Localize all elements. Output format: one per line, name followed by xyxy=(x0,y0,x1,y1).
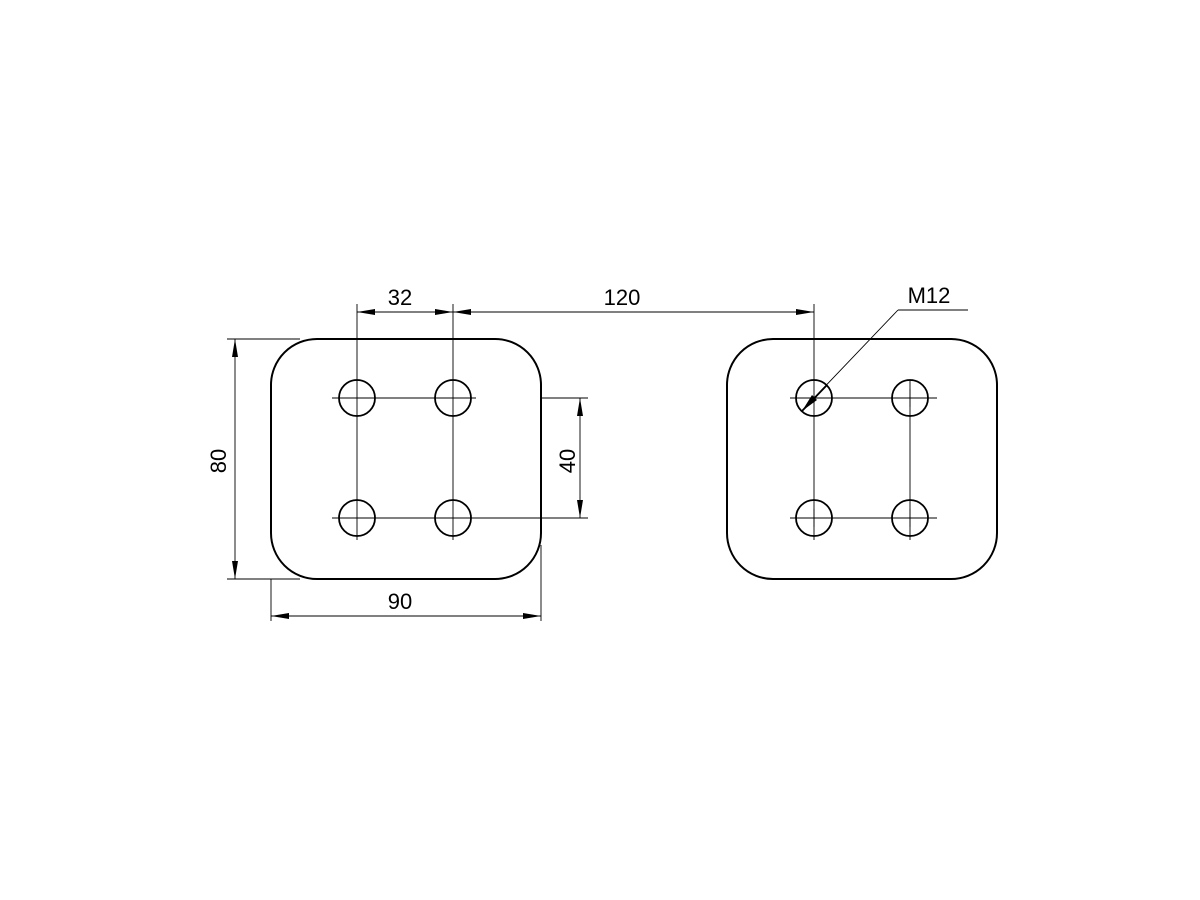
dimension-80-label: 80 xyxy=(206,449,231,473)
right-plate xyxy=(726,338,998,580)
dimension-40-arrow-top xyxy=(577,398,583,416)
dimension-90: 90 xyxy=(270,545,542,621)
dimension-120: 120 xyxy=(453,285,815,380)
left-plate-outline xyxy=(270,338,542,580)
dimension-80-arrow-bottom xyxy=(232,561,238,579)
dimension-32-label: 32 xyxy=(388,285,412,310)
left-plate-centerlines xyxy=(332,380,588,540)
dimension-40-arrow-bottom xyxy=(577,500,583,518)
dimension-80: 80 xyxy=(206,338,300,580)
left-plate-hole-bottom-right xyxy=(434,499,472,537)
right-plate-hole-bottom-left xyxy=(795,499,833,537)
dimension-40: 40 xyxy=(541,397,588,518)
left-plate-holes xyxy=(338,379,472,537)
dimension-32-arrow-left xyxy=(357,309,375,315)
dimension-120-arrow-left xyxy=(453,309,471,315)
thread-callout-label: M12 xyxy=(908,283,951,308)
right-plate-hole-top-right xyxy=(891,379,929,417)
right-plate-hole-center-marks xyxy=(805,389,919,527)
dimension-90-arrow-left xyxy=(271,613,289,619)
thread-callout: M12 xyxy=(801,283,968,412)
dimension-40-label: 40 xyxy=(555,449,580,473)
right-plate-hole-bottom-right xyxy=(891,499,929,537)
thread-callout-arrow xyxy=(802,395,817,411)
left-plate xyxy=(270,338,588,580)
dimension-90-arrow-right xyxy=(523,613,541,619)
left-plate-hole-bottom-left xyxy=(338,499,376,537)
dimension-120-arrow-right xyxy=(796,309,814,315)
right-plate-holes xyxy=(795,379,929,537)
dimension-80-arrow-top xyxy=(232,339,238,357)
right-plate-centerlines xyxy=(790,380,937,540)
right-plate-outline xyxy=(726,338,998,580)
dimension-32-arrow-right xyxy=(435,309,453,315)
dimension-90-label: 90 xyxy=(388,589,412,614)
dimension-32: 32 xyxy=(356,285,454,380)
dimension-120-label: 120 xyxy=(604,285,641,310)
